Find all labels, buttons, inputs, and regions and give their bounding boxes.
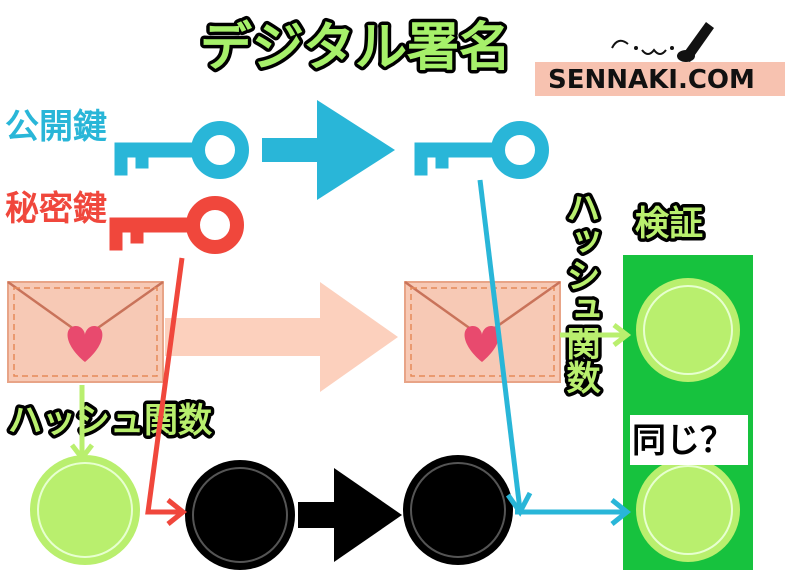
verify-label: 検証	[635, 204, 703, 244]
arrow-icon	[262, 100, 395, 200]
arrow-icon	[298, 468, 402, 562]
circle-icon	[30, 455, 140, 565]
circle-icon	[636, 458, 740, 562]
circle-icon	[185, 460, 295, 570]
brand-text: SENNAKI.COM	[548, 65, 755, 95]
key-icon	[110, 203, 237, 250]
arrow-icon	[515, 498, 632, 526]
brand-badge: SENNAKI.COM	[535, 62, 785, 96]
hash-function-label: ハッシュ関数	[8, 401, 212, 441]
arrow-icon	[560, 323, 632, 347]
key-icon	[415, 128, 542, 175]
envelope-heart-icon	[403, 280, 562, 384]
circle-icon	[636, 278, 740, 382]
envelope-heart-icon	[6, 280, 165, 384]
arrow-icon	[165, 282, 398, 392]
hash-function-vertical-label: ハッシュ関数	[560, 190, 600, 394]
ink-brush-icon	[611, 22, 714, 62]
same-label: 同じ？	[632, 421, 734, 461]
public-key-label: 公開鍵	[5, 107, 107, 147]
title: デジタル署名	[200, 18, 511, 78]
key-icon	[115, 128, 242, 175]
private-key-label: 秘密鍵	[5, 189, 107, 229]
circle-icon	[403, 455, 513, 565]
arrow-icon	[145, 257, 188, 526]
